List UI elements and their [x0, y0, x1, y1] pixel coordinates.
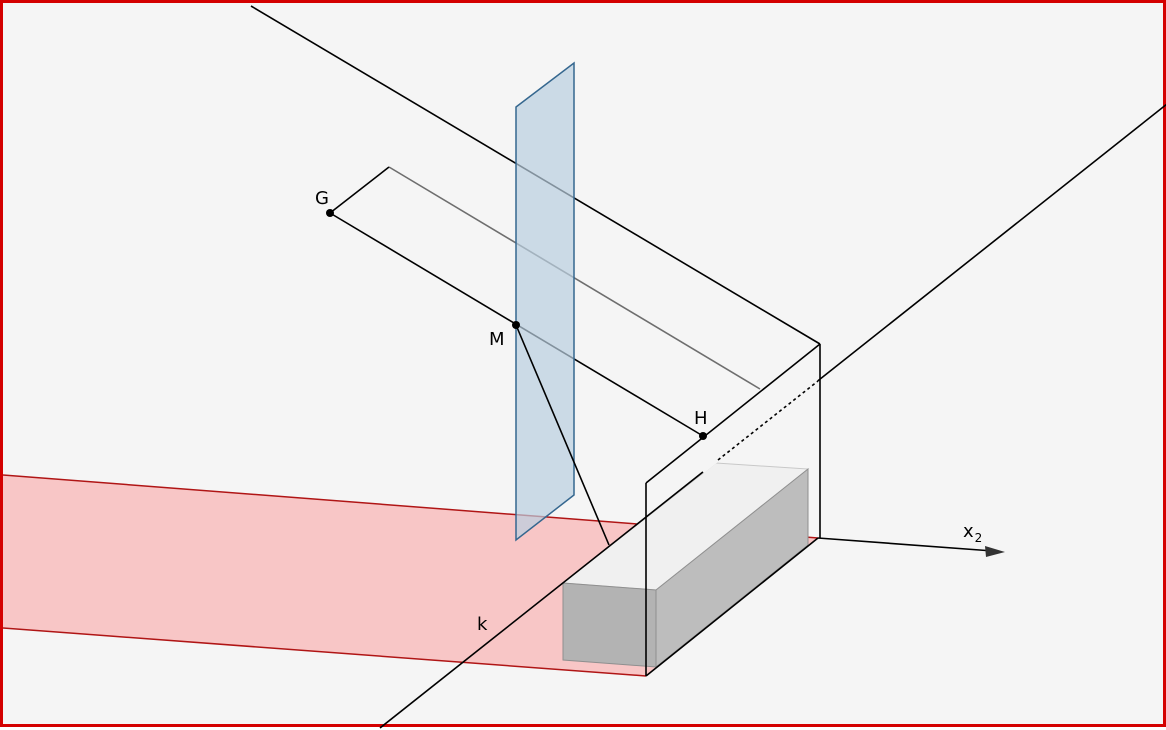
mirror-plane: [515, 61, 575, 542]
point-m: [512, 321, 520, 329]
scene-svg: G M H k x2: [3, 5, 1166, 729]
bracket-short-line: [329, 166, 390, 214]
label-x-axis: x2: [963, 521, 982, 545]
label-x-axis-main: x: [963, 521, 974, 542]
segment-m-ground: [515, 324, 610, 546]
label-k: k: [477, 614, 488, 635]
label-h: H: [694, 408, 708, 429]
point-g: [326, 209, 334, 217]
x2-axis-line: [817, 537, 994, 552]
wall-top-edge: [645, 343, 821, 484]
wall-bottom-edge: [645, 537, 819, 677]
ground-plane-edge-front: [3, 627, 647, 677]
point-h: [699, 432, 707, 440]
label-m: M: [489, 329, 505, 350]
label-x-axis-subscript: 2: [975, 531, 983, 545]
x2-axis-arrowhead: [985, 546, 1005, 557]
box-front-face: [562, 582, 657, 668]
label-g: G: [315, 188, 329, 209]
